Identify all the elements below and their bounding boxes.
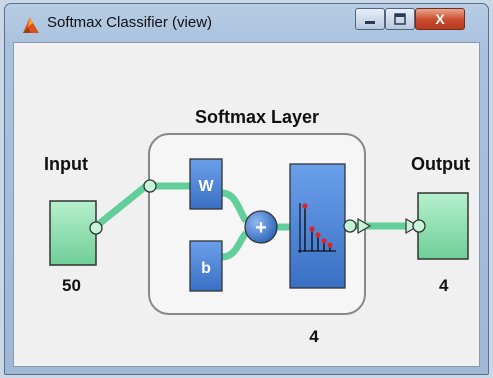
layer-size: 4 <box>309 327 319 346</box>
title-bar[interactable]: Softmax Classifier (view) X <box>5 4 488 42</box>
layer-output-arrow <box>357 217 372 235</box>
weight-label: W <box>198 178 214 195</box>
app-window: Softmax Classifier (view) X <box>4 3 489 375</box>
network-diagram: Softmax Layer Input 50 W b <box>44 107 470 346</box>
softmax-layer-title: Softmax Layer <box>195 107 319 127</box>
input-size: 50 <box>62 276 81 295</box>
output-size: 4 <box>439 276 449 295</box>
bias-block[interactable] <box>189 240 223 292</box>
output-port <box>412 219 426 233</box>
layer-input-port <box>143 179 157 193</box>
output-label: Output <box>411 154 470 174</box>
minimize-icon <box>365 21 375 24</box>
network-view: Softmax Layer Input 50 W b <box>13 42 480 367</box>
input-node[interactable] <box>49 200 97 266</box>
maximize-button[interactable] <box>385 8 415 30</box>
close-button[interactable]: X <box>415 8 465 30</box>
transfer-function-block[interactable] <box>289 163 346 289</box>
matlab-icon <box>23 17 39 33</box>
maximize-icon <box>394 13 406 25</box>
weight-block[interactable] <box>189 158 223 210</box>
minimize-button[interactable] <box>355 8 385 30</box>
sum-symbol: + <box>255 217 267 239</box>
window-title: Softmax Classifier (view) <box>47 14 213 31</box>
connectors <box>90 182 410 261</box>
softmax-transfer-icon <box>298 203 336 253</box>
input-label: Input <box>44 154 88 174</box>
close-icon: X <box>435 11 445 27</box>
output-arrow <box>405 217 420 235</box>
sum-node[interactable] <box>244 210 278 244</box>
transfer-output-port <box>343 219 357 233</box>
bias-label: b <box>201 260 211 277</box>
input-port <box>89 221 103 235</box>
